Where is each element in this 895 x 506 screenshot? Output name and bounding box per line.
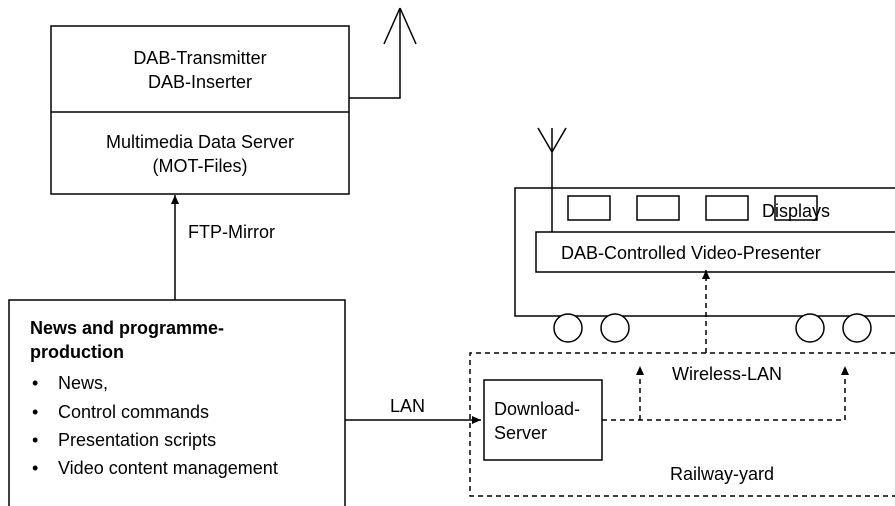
production-box: News and programme- production • News, •…: [8, 299, 346, 506]
wheel: [842, 313, 872, 343]
wheel: [553, 313, 583, 343]
display-window: [774, 195, 818, 221]
wheel: [795, 313, 825, 343]
lan-label: LAN: [390, 396, 425, 416]
download-server-label-line2: Server: [494, 423, 547, 443]
list-item-presentation-scripts: Presentation scripts: [58, 430, 216, 450]
wheel: [600, 313, 630, 343]
production-title-line1: News and programme-: [30, 318, 224, 338]
railway-yard-area: Railway-yard: [469, 352, 895, 497]
video-presenter-box: [535, 231, 895, 273]
bullet-icon: •: [32, 430, 38, 450]
displays-label: Displays: [762, 201, 830, 221]
data-server-label: Multimedia Data Server: [106, 132, 294, 152]
display-window: [636, 195, 680, 221]
train-antenna-icon: [537, 127, 567, 232]
ftp-mirror-label: FTP-Mirror: [188, 222, 275, 242]
mot-files-label: (MOT-Files): [153, 156, 248, 176]
video-presenter-label: DAB-Controlled Video-Presenter: [561, 243, 821, 263]
production-title-line2: production: [30, 342, 124, 362]
download-server-label-line1: Download-: [494, 399, 580, 419]
transmitter-label: DAB-Transmitter: [133, 48, 266, 68]
inserter-label: DAB-Inserter: [148, 72, 252, 92]
list-item-video-content: Video content management: [58, 458, 278, 478]
bullet-icon: •: [32, 458, 38, 478]
wireless-arrow-right: [602, 366, 849, 421]
bullet-icon: •: [32, 402, 38, 422]
train-car: Displays DAB-Controlled Video-Presenter: [514, 127, 895, 343]
transmitter-server-box: DAB-Transmitter DAB-Inserter Multimedia …: [50, 25, 350, 195]
download-server-box: Download- Server: [483, 379, 603, 461]
display-window: [567, 195, 611, 221]
railway-yard-label: Railway-yard: [670, 464, 774, 484]
wireless-lan-links: [602, 270, 849, 421]
display-window: [705, 195, 749, 221]
transmit-antenna-icon: [349, 7, 417, 99]
list-item-news: News,: [58, 373, 108, 393]
wireless-lan-label: Wireless-LAN: [672, 364, 782, 384]
list-item-control-commands: Control commands: [58, 402, 209, 422]
bullet-icon: •: [32, 373, 38, 393]
